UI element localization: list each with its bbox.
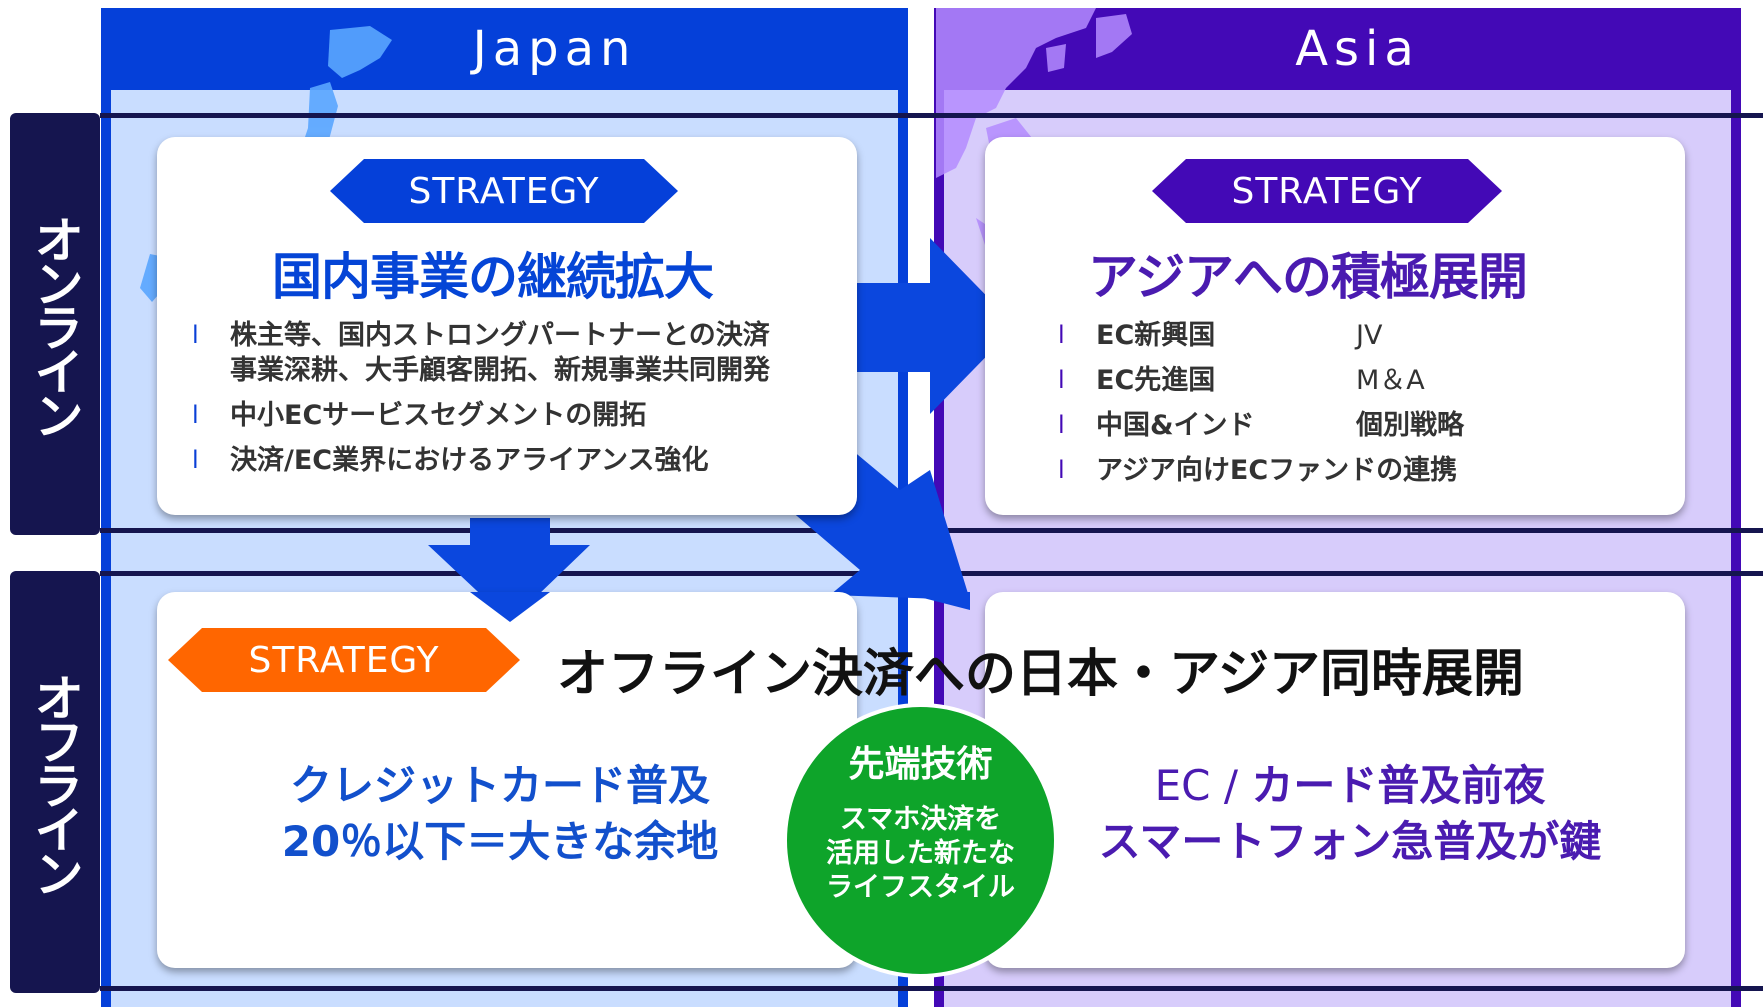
list-item: l 決済/EC業界におけるアライアンス強化	[192, 443, 852, 478]
offline-title: オフライン決済への日本・アジア同時展開	[557, 645, 1524, 704]
asia-row-key: EC先進国	[1096, 365, 1216, 396]
bullet-marker-icon: l	[1058, 366, 1065, 394]
advanced-tech-circle: 先端技術 スマホ決済を 活用した新たな ライフスタイル	[783, 703, 1058, 978]
row-label-online-text: オンライン	[26, 214, 84, 434]
asia-online-bullets: l EC新興国 JV l EC先進国 M＆A l 中国&インド 個別戦略 l アジア向…	[1058, 318, 1678, 498]
bullet-text: 中小ECサービスセグメントの開拓	[230, 400, 647, 431]
japan-header-label: Japan	[472, 21, 637, 77]
asia-online-ribbon-label: STRATEGY	[1231, 170, 1423, 212]
bullet-marker-icon: l	[1058, 456, 1065, 484]
list-item: l 中国&インド 個別戦略	[1058, 408, 1678, 443]
row-divider-bottom	[100, 986, 1763, 991]
bullet-text: 決済/EC業界におけるアライアンス強化	[230, 445, 709, 476]
japan-online-bullets: l 株主等、国内ストロングパートナーとの決済 事業深耕、大手顧客開拓、新規事業共…	[192, 318, 852, 488]
asia-row-key: EC新興国	[1096, 320, 1216, 351]
asia-header-label: Asia	[1295, 21, 1420, 77]
asia-row-value: M＆A	[1356, 365, 1425, 396]
circle-line3: ライフスタイル	[826, 872, 1015, 903]
japan-online-strategy-ribbon: STRATEGY	[330, 159, 678, 223]
bullet-marker-icon: l	[192, 321, 199, 349]
japan-offline-line2: 20％以下＝大きな余地	[281, 817, 719, 866]
asia-online-strategy-ribbon: STRATEGY	[1152, 159, 1502, 223]
asia-offline-card	[985, 592, 1685, 968]
offline-strategy-ribbon: STRATEGY	[168, 628, 520, 692]
japan-offline-line1: クレジットカード普及	[289, 761, 710, 810]
bullet-marker-icon: l	[192, 401, 199, 429]
list-item: l 中小ECサービスセグメントの開拓	[192, 398, 852, 433]
japan-offline-text: クレジットカード普及 20％以下＝大きな余地	[200, 758, 800, 870]
row-label-offline: オフライン	[10, 571, 100, 993]
bullet-text: 株主等、国内ストロングパートナーとの決済	[230, 320, 770, 351]
row-divider-top	[100, 113, 1763, 118]
list-item: l EC新興国 JV	[1058, 318, 1678, 353]
bullet-marker-icon: l	[1058, 411, 1065, 439]
list-item: l EC先進国 M＆A	[1058, 363, 1678, 398]
asia-online-title: アジアへの積極展開	[1088, 248, 1528, 306]
asia-row-key: アジア向けECファンドの連携	[1096, 455, 1458, 486]
japan-header: Japan	[101, 8, 908, 90]
row-label-online: オンライン	[10, 113, 100, 535]
circle-line1: スマホ決済を	[839, 804, 1002, 835]
circle-title: 先端技術	[848, 744, 993, 785]
bullet-marker-icon: l	[192, 446, 199, 474]
down-arrow-tip-icon	[470, 592, 550, 622]
right-arrow-icon	[856, 238, 1016, 414]
list-item: l アジア向けECファンドの連携	[1058, 453, 1678, 488]
asia-offline-prefix: EC /	[1154, 761, 1252, 810]
asia-offline-line2: スマートフォン急普及が鍵	[1098, 817, 1602, 866]
circle-line2: 活用した新たな	[826, 838, 1015, 869]
down-arrow-icon	[428, 518, 590, 622]
diagonal-arrow-tip-icon	[900, 592, 970, 610]
asia-offline-text: EC / カード普及前夜 スマートフォン急普及が鍵	[1050, 758, 1650, 870]
asia-row-value: JV	[1356, 320, 1383, 351]
list-item: l 株主等、国内ストロングパートナーとの決済 事業深耕、大手顧客開拓、新規事業共…	[192, 318, 852, 388]
asia-row-key: 中国&インド	[1096, 410, 1255, 441]
bullet-marker-icon: l	[1058, 321, 1065, 349]
bullet-text-cont: 事業深耕、大手顧客開拓、新規事業共同開発	[230, 355, 770, 386]
row-label-offline-text: オフライン	[26, 672, 84, 892]
offline-ribbon-label: STRATEGY	[248, 639, 440, 681]
asia-offline-line1: カード普及前夜	[1251, 761, 1546, 810]
japan-online-ribbon-label: STRATEGY	[408, 170, 600, 212]
japan-online-title: 国内事業の継続拡大	[272, 248, 714, 306]
asia-row-value: 個別戦略	[1356, 410, 1464, 441]
